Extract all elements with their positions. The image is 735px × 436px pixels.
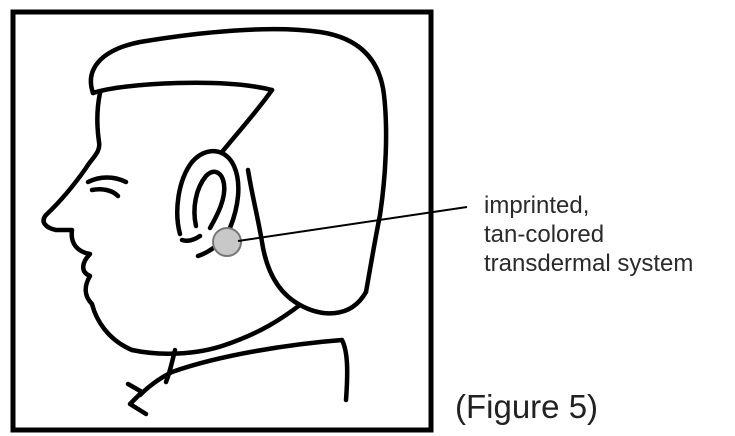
transdermal-patch: [213, 228, 241, 256]
ear-lobe-line: [182, 236, 200, 241]
eye: [92, 189, 118, 196]
neck-back: [248, 170, 366, 313]
hair-inner-line: [222, 90, 272, 152]
head-profile-illustration: [44, 29, 386, 414]
callout-line-1: imprinted,: [484, 191, 693, 220]
shirt-collar: [140, 340, 347, 400]
face-profile: [44, 93, 132, 350]
shirt-line: [128, 384, 146, 414]
callout-label: imprinted, tan-colored transdermal syste…: [484, 191, 693, 278]
hair-outline: [91, 29, 386, 292]
eye-brow: [88, 178, 126, 183]
callout-line-3: transdermal system: [484, 249, 693, 278]
hair-front-edge: [93, 83, 272, 93]
figure-caption: (Figure 5): [455, 388, 598, 426]
callout-line-2: tan-colored: [484, 220, 693, 249]
ear-inner: [194, 172, 224, 228]
